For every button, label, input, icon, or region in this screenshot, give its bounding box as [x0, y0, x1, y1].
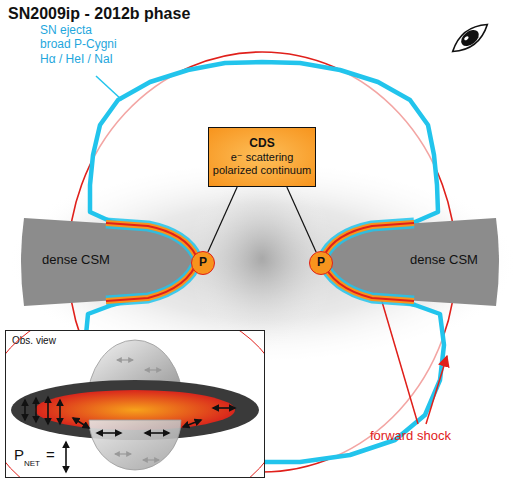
connector-line: [287, 187, 316, 252]
node-heading: P: [199, 256, 207, 270]
node-heading: dense CSM: [394, 253, 494, 268]
node-heading: dense CSM: [26, 253, 126, 268]
eye-highlight: [464, 36, 470, 41]
observer-eye: [448, 19, 492, 58]
subscript-label: NET: [24, 459, 48, 469]
pointer-arrow: [378, 288, 418, 424]
cds-band: [322, 223, 414, 301]
text-holder: dense CSM: [394, 253, 494, 268]
node-heading: CDS: [249, 137, 274, 151]
diagram-title: SN2009ip - 2012b phase: [8, 5, 190, 23]
inset-panel: Obs. view: [5, 330, 265, 478]
ejecta-band: [106, 223, 198, 301]
node-text: e⁻ scattering polarized continuum: [212, 151, 312, 176]
cds-band: [106, 223, 198, 301]
csm-wedge: [21, 218, 198, 306]
ejecta-label: SN ejecta broad P-Cygni Hα / HeI / NaI: [40, 23, 122, 66]
leader-line: [96, 76, 122, 100]
cds-box: CDSe⁻ scattering polarized continuum: [208, 127, 316, 187]
shock-band: [322, 223, 414, 301]
shock-label: forward shock: [370, 428, 480, 444]
pointer-arrow: [426, 356, 447, 424]
eye-outline: [448, 19, 492, 58]
emission-region: P: [309, 251, 333, 275]
node-heading: P: [317, 256, 325, 270]
csm-wedge: [322, 218, 499, 306]
node-heading: Obs. view: [12, 335, 258, 347]
text-holder: dense CSM: [26, 253, 126, 268]
emission-circle: [310, 252, 333, 275]
ejecta-core-shading: [187, 163, 337, 353]
csm-disk: dense CSM: [18, 212, 208, 312]
csm-disk: dense CSM: [312, 212, 502, 312]
eye-pupil: [458, 27, 482, 50]
equals-sign: =: [46, 446, 58, 464]
ejecta-band: [322, 223, 414, 301]
forward-shock-ellipse: [6, 331, 264, 477]
connector-line: [208, 187, 237, 252]
emission-circle: [192, 252, 215, 275]
shock-band: [106, 223, 198, 301]
emission-region: P: [191, 251, 215, 275]
